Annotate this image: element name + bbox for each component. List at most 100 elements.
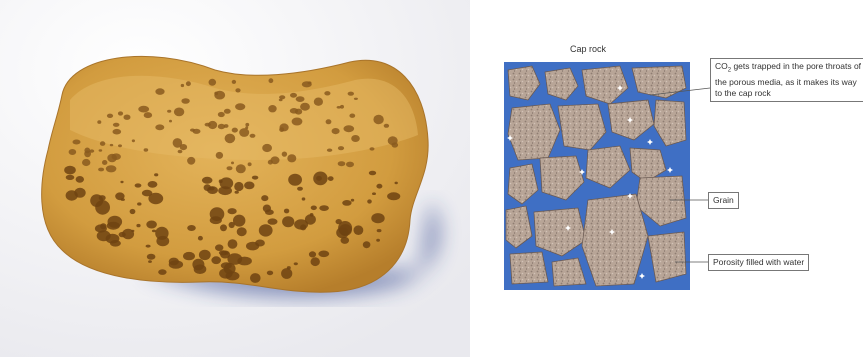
sponge-pore: [106, 165, 117, 172]
sponge-pore: [173, 138, 183, 148]
sponge-pore: [338, 161, 346, 166]
sponge-pore: [376, 184, 382, 189]
sponge-pore: [232, 128, 238, 133]
sponge-pore: [313, 172, 327, 186]
sponge-pore: [287, 266, 291, 269]
sponge-pore: [388, 136, 398, 145]
sponge-pore: [376, 239, 380, 242]
sponge-pore: [209, 79, 217, 86]
sponge-pore: [235, 88, 240, 92]
sponge-pore: [384, 124, 389, 128]
sponge-pore: [216, 152, 223, 159]
sponge-pore: [296, 96, 305, 102]
sponge-pore: [132, 139, 135, 142]
sponge-pore: [248, 162, 252, 166]
sponge-pore: [108, 216, 123, 228]
sponge-pore: [98, 168, 104, 172]
sponge-pore: [267, 271, 273, 276]
sponge-pore: [186, 81, 191, 86]
sponge-pore: [192, 259, 204, 271]
sponge-pore: [214, 92, 218, 96]
sponge-pore: [122, 229, 134, 240]
sponge-pore: [97, 120, 101, 124]
sponge-pore: [259, 224, 273, 236]
sponge-pore: [148, 181, 158, 188]
sponge-pore: [69, 149, 77, 155]
sponge-pore: [326, 119, 332, 124]
sponge-pore: [136, 224, 140, 227]
sponge-pore: [198, 236, 203, 241]
sponge-pore: [118, 144, 122, 147]
sponge-pore: [338, 221, 352, 235]
sponge-pore: [64, 166, 76, 175]
sponge-pore: [234, 182, 243, 191]
sponge-pore: [348, 92, 354, 96]
sponge-pore: [232, 80, 236, 84]
sponge-pore: [279, 99, 283, 102]
sponge-pore: [158, 269, 166, 275]
porosity-callout: Porosity filled with water: [708, 254, 809, 271]
sponge-pore: [225, 251, 229, 254]
sponge-pore: [187, 225, 196, 231]
sponge-pore: [281, 268, 292, 279]
sponge-pore: [112, 153, 121, 160]
sponge-pore: [66, 190, 78, 200]
sponge-pore: [227, 166, 233, 170]
sponge-pore: [113, 129, 122, 135]
sponge-pore: [269, 78, 274, 83]
sponge-pore: [110, 240, 121, 247]
sponge-pore: [124, 115, 131, 120]
sponge-pore: [130, 209, 136, 214]
sponge-pore: [156, 236, 169, 246]
sponge-pore: [120, 181, 123, 183]
sponge-pore: [351, 135, 360, 142]
sponge-pore: [76, 176, 84, 183]
sponge-pore: [297, 187, 303, 191]
sponge-pore: [146, 245, 151, 248]
sponge-pore: [370, 147, 375, 150]
sponge-pore: [235, 103, 245, 110]
sponge-pore: [244, 182, 254, 190]
sponge-pore: [282, 216, 294, 227]
sponge-pore: [107, 114, 113, 118]
sponge-pore: [290, 93, 297, 98]
sponge-pore: [290, 108, 298, 114]
sponge-pore: [187, 157, 195, 165]
porous-media-diagram: Cap rock CO2 gets trapped in the pore th…: [470, 0, 863, 357]
sponge-pore: [346, 162, 354, 168]
sponge-pore: [344, 125, 355, 132]
sponge-pore: [215, 244, 223, 251]
sponge-pore: [113, 123, 120, 127]
sponge-pore: [228, 239, 238, 249]
sponge-pore: [284, 209, 289, 214]
sponge-pore: [174, 108, 184, 117]
sponge-pore: [309, 251, 316, 257]
sponge-pore: [235, 191, 239, 194]
sponge-pore: [268, 105, 276, 112]
sponge-pore: [294, 219, 308, 229]
sponge-pore: [118, 111, 123, 115]
sponge-pore: [349, 114, 355, 118]
sponge-pore: [210, 216, 222, 224]
sponge-pore: [311, 206, 317, 211]
sponge-pore: [311, 257, 320, 266]
sponge-pore: [100, 141, 105, 146]
sponge-pore: [199, 250, 211, 260]
sponge-pore: [372, 192, 376, 195]
sponge-pore: [310, 213, 314, 217]
sponge-pore: [231, 162, 234, 165]
sponge-pore: [282, 152, 287, 157]
sponge-pore: [146, 221, 157, 229]
sponge-pore: [110, 144, 113, 146]
sponge-pore: [169, 120, 172, 123]
sponge-pore: [138, 106, 149, 113]
co2-text: CO: [715, 61, 728, 71]
sponge-pore: [288, 174, 302, 186]
sponge-pore: [262, 144, 272, 152]
sponge-pore: [342, 200, 351, 206]
sponge-pore: [169, 260, 183, 269]
sponge-pore: [220, 177, 234, 189]
sponge-pore: [204, 184, 211, 191]
sponge-pore: [268, 218, 278, 224]
sponge-pore: [324, 91, 330, 95]
